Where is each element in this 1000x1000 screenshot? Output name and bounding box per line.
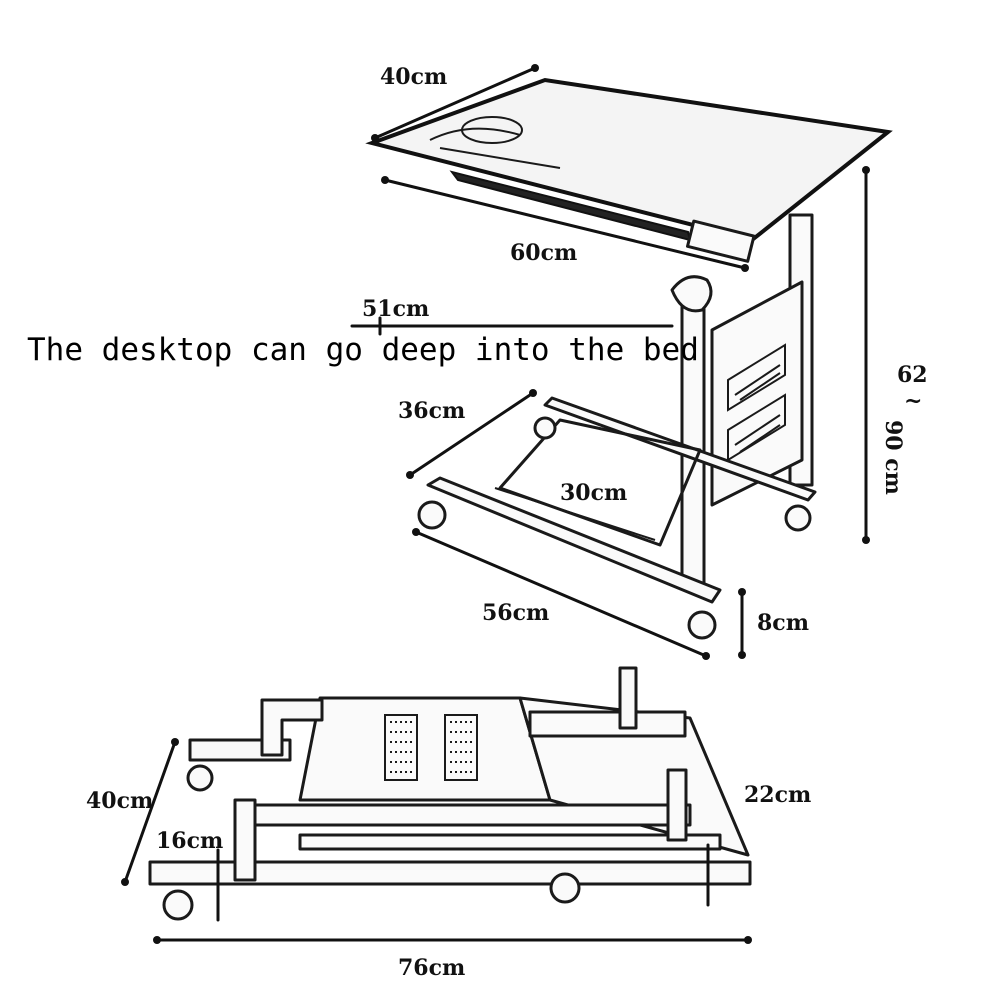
folded-rail-bend	[260, 698, 324, 757]
caster-wheel-icon	[687, 610, 717, 640]
height-clamp	[686, 219, 756, 263]
dimension-lines	[121, 64, 870, 944]
dim-base-length: 56cm	[482, 600, 549, 626]
folded-shelf-rail	[298, 833, 722, 851]
main-column	[680, 283, 706, 587]
dim-folded-length: 76cm	[398, 955, 465, 981]
caption-text: The desktop can go deep into the bed	[27, 332, 699, 368]
folded-clamp-bar	[528, 710, 687, 738]
caster-wheel-icon	[162, 889, 194, 921]
tabletop	[365, 77, 893, 243]
caster-wheel-icon	[417, 500, 447, 530]
folded-column	[238, 803, 692, 827]
lower-shelf	[498, 418, 702, 547]
caster-wheel-icon	[533, 416, 557, 440]
vent-grille-icon	[727, 343, 786, 462]
dim-height-max: 90 cm	[880, 420, 906, 495]
dim-top-depth: 40cm	[380, 64, 447, 90]
dim-reach: 51cm	[362, 296, 429, 322]
folded-upright-2	[666, 768, 688, 842]
dim-folded-depth: 40cm	[86, 788, 153, 814]
caster-wheel-icon	[549, 872, 581, 904]
folded-base-rail	[148, 860, 752, 886]
base-rail-back	[543, 396, 817, 502]
adjust-knob-icon	[670, 275, 713, 313]
side-panel	[710, 280, 804, 507]
base-rail-front	[426, 476, 722, 604]
assembled-table	[365, 77, 893, 640]
dim-height-min: 62	[897, 362, 928, 388]
folded-upright-3	[233, 798, 257, 882]
dim-top-width: 60cm	[510, 240, 577, 266]
vent-grille-icon	[384, 714, 478, 781]
dim-caster-height: 8cm	[757, 610, 809, 636]
folded-tabletop	[298, 696, 552, 802]
folded-table	[148, 666, 752, 921]
dim-folded-rail: 16cm	[156, 828, 223, 854]
folded-upright	[618, 666, 638, 730]
dim-base-depth: 36cm	[398, 398, 465, 424]
dim-height-sep: ~	[904, 388, 922, 414]
dim-folded-height: 22cm	[744, 782, 811, 808]
caster-wheel-icon	[784, 504, 812, 532]
caster-wheel-icon	[186, 764, 214, 792]
tabletop-logo-icon	[429, 116, 561, 169]
dim-shelf-width: 30cm	[560, 480, 627, 506]
